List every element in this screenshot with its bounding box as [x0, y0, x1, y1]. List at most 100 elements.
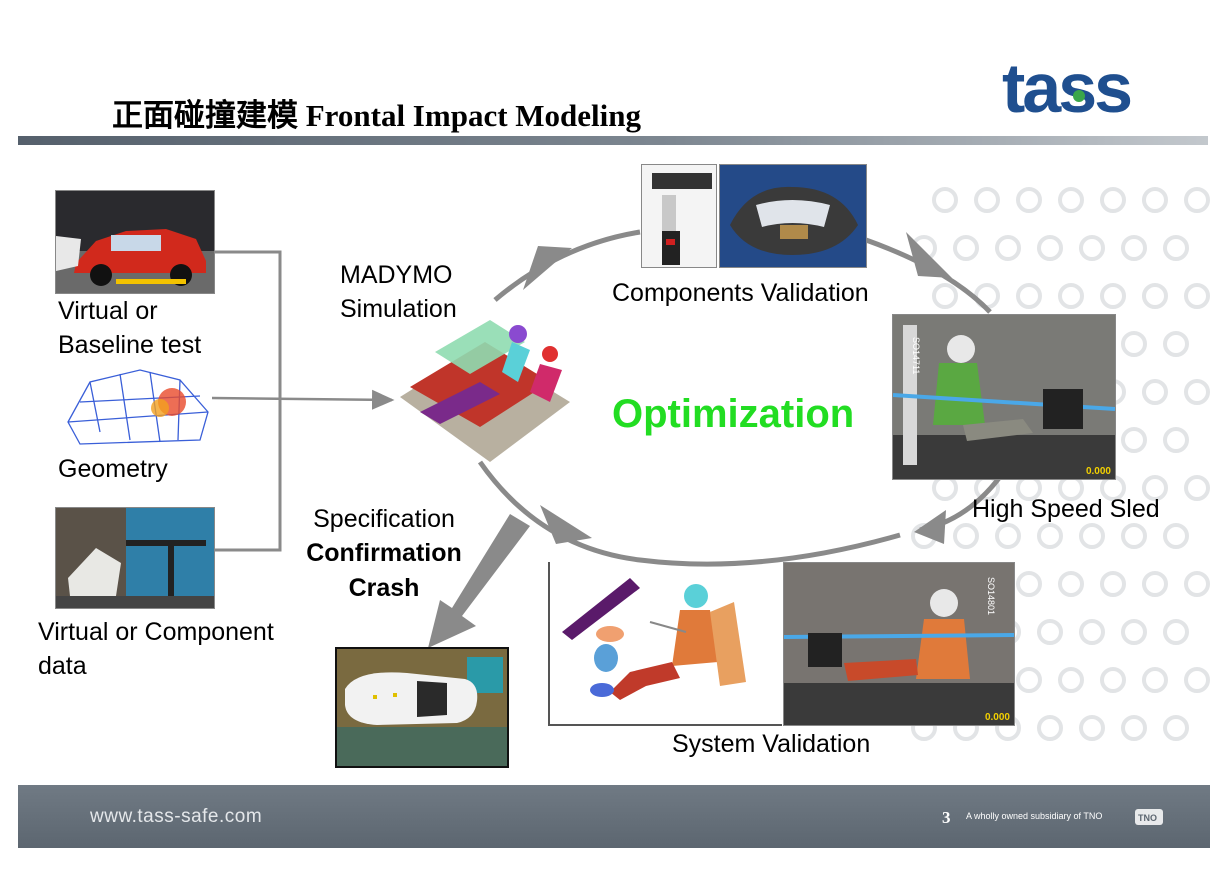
watermark-ring-icon — [1016, 283, 1042, 309]
system-marker-text: SO14801 — [986, 577, 996, 615]
footer-website-link[interactable]: www.tass-safe.com — [90, 806, 263, 827]
watermark-ring-icon — [1163, 331, 1189, 357]
watermark-ring-icon — [1184, 667, 1210, 693]
loop-arc-bottom — [477, 460, 901, 567]
tass-logo-icon: tass — [1002, 49, 1134, 127]
watermark-ring-icon — [1016, 187, 1042, 213]
system-validation-label: System Validation — [672, 730, 871, 758]
component-test-photo — [55, 507, 215, 609]
sled-timestamp: 0.000 — [1085, 466, 1111, 477]
watermark-ring-icon — [1142, 667, 1168, 693]
logo-dot-icon — [1073, 90, 1085, 102]
loop-arrowhead-bottom — [540, 505, 592, 544]
madymo-simulation-image — [390, 312, 580, 464]
tno-logo: TNO — [1134, 806, 1164, 828]
watermark-ring-icon — [1184, 379, 1210, 405]
watermark-ring-icon — [1037, 235, 1063, 261]
component-label-2: data — [38, 652, 87, 680]
watermark-ring-icon — [1142, 379, 1168, 405]
watermark-ring-icon — [1121, 715, 1147, 741]
watermark-ring-icon — [1142, 283, 1168, 309]
baseline-label-2: Baseline test — [58, 331, 202, 359]
sled-marker-text: SO14711 — [911, 337, 921, 374]
watermark-ring-icon — [1100, 667, 1126, 693]
input-bracket-line — [214, 250, 282, 552]
optimization-label: Optimization — [612, 392, 855, 436]
crash-car-icon — [56, 191, 214, 293]
title-underline-bar — [18, 136, 1208, 145]
madymo-label-2: Simulation — [340, 295, 457, 323]
watermark-ring-icon — [1100, 283, 1126, 309]
watermark-ring-icon — [1142, 475, 1168, 501]
system-dummy-icon: SO14801 — [784, 563, 1014, 725]
seatbelt-buckle-icon — [652, 173, 712, 265]
tass-logo-text: tass — [1002, 52, 1131, 122]
watermark-ring-icon — [1079, 523, 1105, 549]
high-speed-sled-label: High Speed Sled — [972, 495, 1160, 523]
watermark-ring-icon — [1121, 235, 1147, 261]
crash-confirmation-arrow — [428, 514, 530, 648]
watermark-ring-icon — [1058, 667, 1084, 693]
watermark-ring-icon — [1037, 619, 1063, 645]
watermark-ring-icon — [1016, 667, 1042, 693]
watermark-ring-icon — [1142, 571, 1168, 597]
madymo-model-icon — [400, 320, 570, 462]
system-sled-photo: SO14801 0.000 — [783, 562, 1015, 726]
watermark-ring-icon — [1184, 475, 1210, 501]
watermark-ring-icon — [1163, 715, 1189, 741]
crash-test-photo — [335, 647, 509, 768]
high-speed-sled-photo: SO14711 0.000 — [892, 314, 1116, 480]
watermark-ring-icon — [1121, 619, 1147, 645]
watermark-ring-icon — [995, 235, 1021, 261]
watermark-ring-icon — [953, 235, 979, 261]
watermark-ring-icon — [1163, 427, 1189, 453]
components-validation-label: Components Validation — [612, 279, 869, 307]
baseline-label-1: Virtual or — [58, 297, 158, 325]
footer-bar — [18, 785, 1210, 848]
page-title: 正面碰撞建模 Frontal Impact Modeling — [112, 98, 641, 133]
geometry-image — [60, 362, 215, 454]
component-label-1: Virtual or Component — [38, 618, 274, 646]
madymo-label-1: MADYMO — [340, 261, 453, 289]
system-timestamp: 0.000 — [984, 712, 1010, 723]
tno-logo-text: TNO — [1138, 813, 1157, 823]
watermark-ring-icon — [1100, 571, 1126, 597]
tass-logo: tass — [1000, 49, 1165, 127]
watermark-ring-icon — [995, 523, 1021, 549]
watermark-ring-icon — [1079, 715, 1105, 741]
watermark-ring-icon — [1058, 571, 1084, 597]
watermark-ring-icon — [1079, 619, 1105, 645]
watermark-ring-icon — [1163, 619, 1189, 645]
watermark-ring-icon — [932, 187, 958, 213]
watermark-ring-icon — [1037, 523, 1063, 549]
watermark-ring-icon — [1121, 331, 1147, 357]
watermark-ring-icon — [1121, 523, 1147, 549]
baseline-test-photo — [55, 190, 215, 294]
loop-arrowhead-top-left — [523, 246, 572, 290]
loop-arrowhead-right — [914, 510, 946, 544]
dummy-simulation-icon — [562, 578, 746, 700]
geometry-to-madymo-arrow — [211, 389, 395, 410]
watermark-ring-icon — [974, 187, 1000, 213]
loop-arc-top-left — [493, 229, 641, 302]
watermark-ring-icon — [1163, 235, 1189, 261]
component-rig-icon — [56, 508, 214, 608]
watermark-ring-icon — [1079, 235, 1105, 261]
watermark-ring-icon — [1184, 571, 1210, 597]
watermark-ring-icon — [1163, 523, 1189, 549]
watermark-ring-icon — [1142, 187, 1168, 213]
loop-arrowhead-top-right — [906, 232, 952, 278]
watermark-ring-icon — [1121, 427, 1147, 453]
seatbelt-buckle-photo — [641, 164, 717, 268]
geometry-label: Geometry — [58, 455, 168, 483]
watermark-ring-icon — [1016, 571, 1042, 597]
airbag-photo — [719, 164, 867, 268]
sled-dummy-icon: SO14711 — [893, 315, 1115, 479]
spec-label-1: Specification — [313, 505, 455, 533]
car-geometry-wireframe-icon — [67, 369, 209, 445]
watermark-ring-icon — [1184, 283, 1210, 309]
spec-label-3: Crash — [348, 574, 420, 602]
page-number: 3 — [942, 808, 951, 827]
watermark-ring-icon — [1100, 187, 1126, 213]
